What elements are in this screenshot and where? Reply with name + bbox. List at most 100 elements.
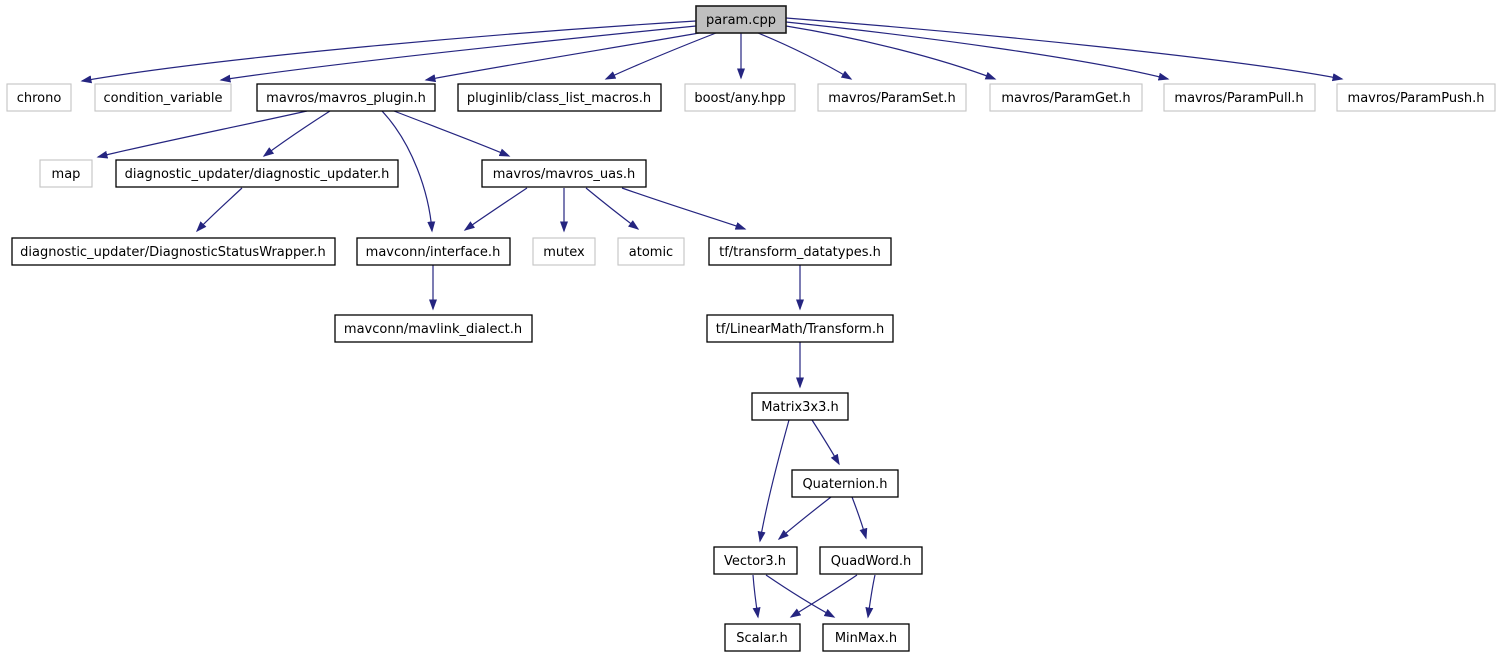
node-param-set: mavros/ParamSet.h: [817, 83, 967, 112]
edge-param_cpp-param_push: [785, 17, 1344, 82]
edge-mavros_plugin-diagnostic_updater: [262, 110, 331, 157]
edge-param_cpp-condition_variable: [219, 25, 697, 83]
node-label-mavros-uas: mavros/mavros_uas.h: [493, 167, 635, 182]
node-box-diagnostic-status-wrapper[interactable]: [11, 237, 336, 266]
node-label-matrix3x3: Matrix3x3.h: [761, 400, 839, 415]
node-mavconn-interface[interactable]: mavconn/interface.h: [356, 237, 511, 266]
node-label-diagnostic-updater: diagnostic_updater/diagnostic_updater.h: [125, 167, 390, 182]
node-label-atomic: atomic: [629, 245, 673, 260]
node-minmax[interactable]: MinMax.h: [822, 623, 910, 652]
edge-mavros_uas-atomic: [585, 187, 640, 230]
node-box-chrono: [6, 83, 72, 112]
node-mavros-uas[interactable]: mavros/mavros_uas.h: [481, 159, 647, 188]
node-tf-linearmath-transform[interactable]: tf/LinearMath/Transform.h: [706, 314, 894, 343]
node-tf-transform-datatypes[interactable]: tf/transform_datatypes.h: [708, 237, 892, 266]
node-param-cpp: param.cpp: [695, 5, 787, 34]
node-box-param-cpp: [695, 5, 787, 34]
node-diagnostic-updater[interactable]: diagnostic_updater/diagnostic_updater.h: [115, 159, 399, 188]
edge-mavros_uas-mavconn_interface: [463, 187, 528, 231]
node-label-param-set: mavros/ParamSet.h: [828, 91, 955, 106]
node-box-scalar[interactable]: [724, 623, 801, 652]
node-label-quadword: QuadWord.h: [831, 554, 911, 569]
node-box-mutex: [532, 237, 596, 266]
node-label-param-pull: mavros/ParamPull.h: [1174, 91, 1303, 106]
node-mavconn-mavlink-dialect[interactable]: mavconn/mavlink_dialect.h: [334, 314, 533, 343]
node-label-boost-any: boost/any.hpp: [694, 91, 785, 106]
node-label-mavros-plugin: mavros/mavros_plugin.h: [266, 91, 426, 106]
node-box-quaternion[interactable]: [791, 469, 899, 498]
edge-mavros_plugin-mavconn_interface: [381, 110, 436, 233]
node-label-tf-linearmath-transform: tf/LinearMath/Transform.h: [716, 322, 884, 337]
node-box-condition-variable: [94, 83, 232, 112]
node-param-push: mavros/ParamPush.h: [1336, 83, 1496, 112]
node-quadword[interactable]: QuadWord.h: [819, 546, 923, 575]
node-scalar[interactable]: Scalar.h: [724, 623, 801, 652]
node-label-map: map: [52, 167, 81, 182]
node-box-mavros-uas[interactable]: [481, 159, 647, 188]
edge-quadword-scalar: [789, 574, 858, 618]
node-box-quadword[interactable]: [819, 546, 923, 575]
node-box-vector3[interactable]: [713, 546, 798, 575]
node-box-tf-linearmath-transform[interactable]: [706, 314, 894, 343]
edge-quaternion-quadword: [851, 496, 868, 540]
node-label-pluginlib-class-list-macros: pluginlib/class_list_macros.h: [467, 91, 651, 106]
node-mavros-plugin[interactable]: mavros/mavros_plugin.h: [256, 83, 436, 112]
node-box-atomic: [617, 237, 685, 266]
node-boost-any: boost/any.hpp: [684, 83, 796, 112]
node-box-boost-any: [684, 83, 796, 112]
edge-param_cpp-param_set: [757, 32, 853, 80]
node-box-mavros-plugin[interactable]: [256, 83, 436, 112]
node-box-map: [39, 159, 93, 188]
node-label-condition-variable: condition_variable: [103, 91, 222, 106]
edge-param_cpp-param_pull: [785, 21, 1170, 81]
edge-mavros_plugin-map: [96, 110, 308, 159]
node-label-diagnostic-status-wrapper: diagnostic_updater/DiagnosticStatusWrapp…: [20, 245, 326, 260]
node-label-mutex: mutex: [543, 245, 585, 260]
node-vector3[interactable]: Vector3.h: [713, 546, 798, 575]
node-box-param-pull: [1163, 83, 1316, 112]
node-label-quaternion: Quaternion.h: [802, 477, 887, 492]
node-map: map: [39, 159, 93, 188]
edge-matrix3x3-quaternion: [811, 419, 840, 466]
node-label-scalar: Scalar.h: [736, 631, 787, 646]
edge-vector3-scalar: [752, 574, 761, 619]
node-diagnostic-status-wrapper[interactable]: diagnostic_updater/DiagnosticStatusWrapp…: [11, 237, 336, 266]
node-condition-variable: condition_variable: [94, 83, 232, 112]
node-param-pull: mavros/ParamPull.h: [1163, 83, 1316, 112]
node-label-vector3: Vector3.h: [724, 554, 786, 569]
dependency-nodes: param.cpp chrono condition_variable mavr…: [6, 5, 1496, 652]
node-box-param-set: [817, 83, 967, 112]
dependency-edges: [80, 17, 1344, 619]
node-param-get: mavros/ParamGet.h: [989, 83, 1143, 112]
node-box-param-get: [989, 83, 1143, 112]
node-label-minmax: MinMax.h: [835, 631, 897, 646]
node-label-tf-transform-datatypes: tf/transform_datatypes.h: [719, 245, 881, 260]
node-mutex: mutex: [532, 237, 596, 266]
node-box-pluginlib-class-list-macros[interactable]: [457, 83, 662, 112]
edge-quaternion-vector3: [777, 496, 832, 540]
node-box-mavconn-interface[interactable]: [356, 237, 511, 266]
node-pluginlib-class-list-macros[interactable]: pluginlib/class_list_macros.h: [457, 83, 662, 112]
edge-vector3-minmax: [765, 574, 836, 618]
edge-diagnostic_updater-diagnostic_status_wrapper: [195, 187, 243, 233]
node-label-chrono: chrono: [17, 91, 62, 106]
node-quaternion[interactable]: Quaternion.h: [791, 469, 899, 498]
node-box-minmax[interactable]: [822, 623, 910, 652]
node-label-mavconn-interface: mavconn/interface.h: [366, 245, 501, 260]
node-box-matrix3x3[interactable]: [751, 392, 849, 421]
edge-param_cpp-chrono: [80, 20, 697, 84]
edge-param_cpp-pluginlib_class_list_macros: [604, 32, 717, 80]
node-box-tf-transform-datatypes[interactable]: [708, 237, 892, 266]
node-label-param-cpp: param.cpp: [706, 13, 776, 28]
node-matrix3x3[interactable]: Matrix3x3.h: [751, 392, 849, 421]
node-box-mavconn-mavlink-dialect[interactable]: [334, 314, 533, 343]
node-box-diagnostic-updater[interactable]: [115, 159, 399, 188]
edge-quadword-minmax: [865, 574, 876, 619]
edge-matrix3x3-vector3: [757, 419, 790, 543]
node-atomic: atomic: [617, 237, 685, 266]
edge-mavros_plugin-mavros_uas: [393, 110, 511, 157]
node-label-mavconn-mavlink-dialect: mavconn/mavlink_dialect.h: [344, 322, 522, 337]
node-box-param-push: [1336, 83, 1496, 112]
